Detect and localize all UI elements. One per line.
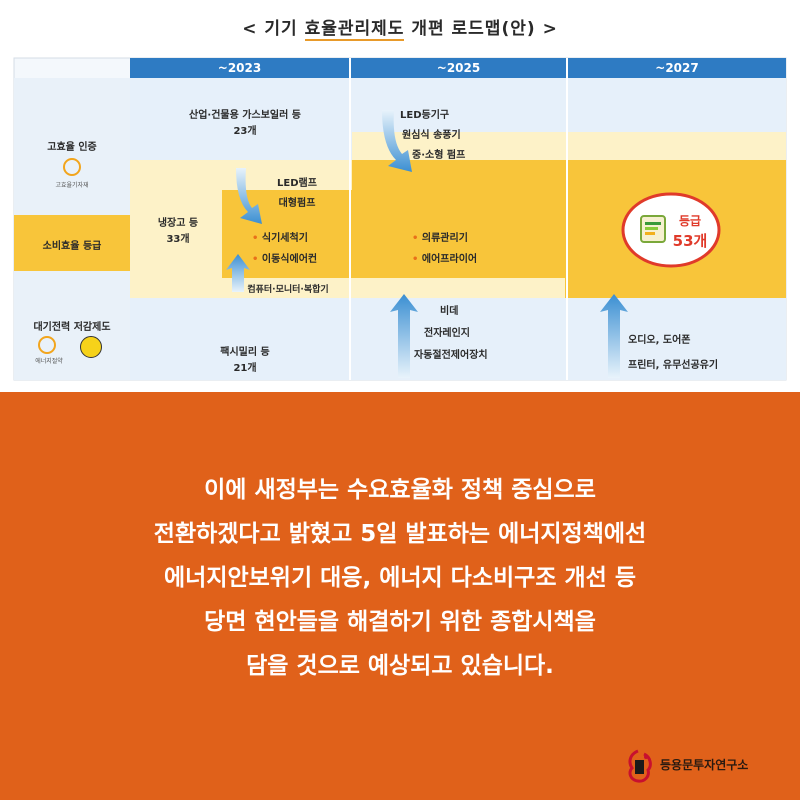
standby-mark-text: 에너지절약 <box>35 358 63 365</box>
item-mobile-ac: • 이동식에어컨 <box>252 254 318 265</box>
diagram-title: < 기기 효율관리제도 개편 로드맵(안) > <box>242 19 558 41</box>
orange-panel <box>0 392 800 800</box>
standby-badge-icon <box>80 336 102 358</box>
item-gas-boiler-count: 23개 <box>233 126 257 137</box>
grade-circle <box>621 192 721 268</box>
item-clothes-care: • 의류관리기 <box>412 233 468 244</box>
row-label-standby: 대기전력 저감제도 <box>33 322 111 333</box>
row-label-grade: 소비효율 등급 <box>42 241 102 252</box>
item-large-pump: 대형펌프 <box>278 198 316 209</box>
body-paragraph: 이에 새정부는 수요효율화 정책 중심으로 전환하겠다고 밝혔고 5일 발표하는… <box>0 468 800 688</box>
year-header-2027: ~2027 <box>568 58 786 78</box>
roadmap-graphic <box>13 57 787 381</box>
grade-count: 53개 <box>672 232 708 250</box>
dragon-logo-icon <box>628 749 652 783</box>
item-led-lamp: LED램프 <box>277 178 317 189</box>
item-led-fixture: LED등기구 <box>400 110 450 121</box>
standby-band <box>130 298 786 380</box>
high-eff-mark-icon <box>63 158 81 176</box>
item-mid-pump: 중·소형 펌프 <box>412 150 466 161</box>
body-line: 담을 것으로 예상되고 있습니다. <box>246 653 554 679</box>
brand-name: 등용문투자연구소 <box>660 758 749 772</box>
year-header-2023: ~2023 <box>130 58 349 78</box>
item-printer: 프린터, 유무선공유기 <box>628 360 719 371</box>
body-line: 당면 현안들을 해결하기 위한 종합시책을 <box>204 609 596 635</box>
item-bidet: 비데 <box>440 306 459 317</box>
item-microwave: 전자레인지 <box>424 328 470 339</box>
item-gas-boiler: 산업·건물용 가스보일러 등 <box>189 110 301 121</box>
item-fridge-count: 33개 <box>166 234 190 245</box>
arrow-up-audio <box>600 294 628 378</box>
standby-mark-icon <box>38 336 56 354</box>
item-auto-control: 자동절전제어장치 <box>414 350 488 361</box>
arrow-down-led-fixture <box>382 110 412 172</box>
row-label-high-eff: 고효율 인증 <box>47 142 97 153</box>
arrow-up-computer <box>226 254 250 292</box>
arrow-down-led-lamp <box>236 168 262 224</box>
item-air-fryer: • 에어프라이어 <box>412 254 478 265</box>
grade-row-label-bg <box>14 215 130 271</box>
body-line: 이에 새정부는 수요효율화 정책 중심으로 <box>204 477 596 503</box>
grade-label: 등급 <box>678 214 702 228</box>
item-centrifugal-fan: 원심식 송풍기 <box>402 130 461 141</box>
footer-brand: 등용문투자연구소 <box>624 748 784 784</box>
high-eff-mark-text: 고효율기자재 <box>55 182 89 189</box>
year-header-2025: ~2025 <box>351 58 566 78</box>
item-dishwasher: • 식기세척기 <box>252 233 308 244</box>
arrow-up-bidet <box>390 294 418 378</box>
body-line: 에너지안보위기 대응, 에너지 다소비구조 개선 등 <box>164 565 636 591</box>
item-fax-count: 21개 <box>233 363 257 374</box>
body-line: 전환하겠다고 밝혔고 5일 발표하는 에너지정책에선 <box>153 521 647 547</box>
item-fax: 팩시밀리 등 <box>220 347 270 358</box>
roadmap-diagram: < 기기 효율관리제도 개편 로드맵(안) > <box>0 0 800 392</box>
item-fridge: 냉장고 등 <box>157 218 199 229</box>
item-computer: 컴퓨터·모니터·복합기 <box>247 285 329 295</box>
item-audio: 오디오, 도어폰 <box>628 335 691 346</box>
